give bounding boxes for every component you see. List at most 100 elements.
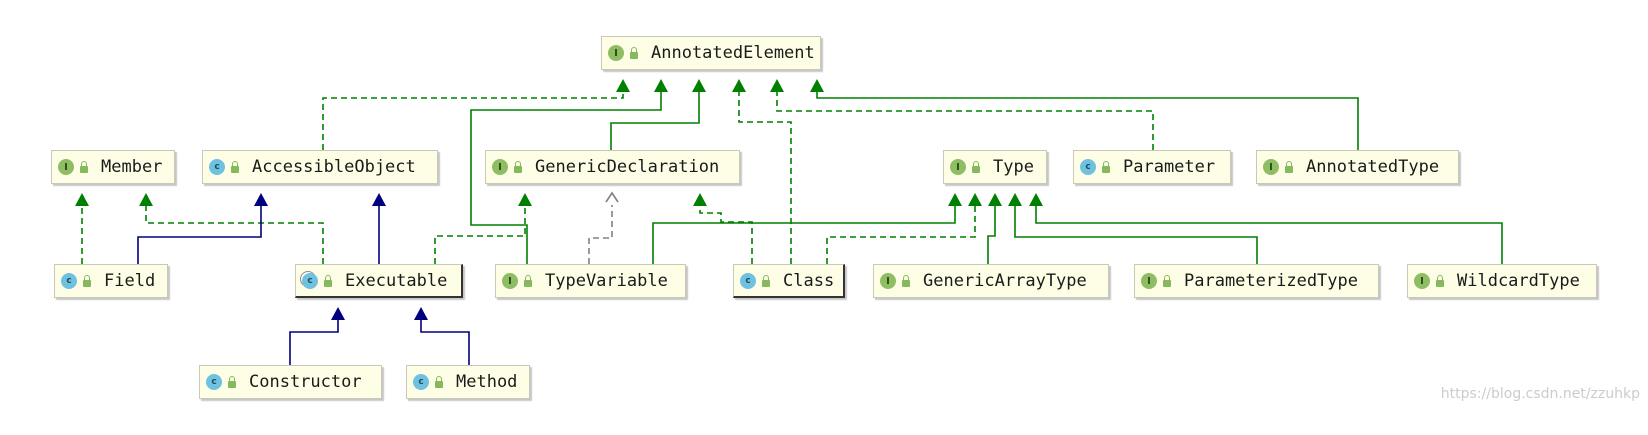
arrowhead [331, 307, 345, 320]
public-lock-icon [971, 161, 981, 173]
node-class[interactable]: c Class [733, 264, 845, 298]
final-class-icon: c [413, 374, 429, 390]
edge-wildcardtype-to-type [1029, 193, 1503, 264]
edge-parameter-to-annotatedelement [770, 79, 1154, 150]
public-lock-icon [230, 161, 240, 173]
edge-genericdeclaration-to-annotatedelement [610, 79, 706, 150]
node-member[interactable]: I Member [51, 150, 175, 184]
edge-typevariable-to-type [652, 193, 962, 264]
node-label: Method [456, 372, 518, 392]
node-label: Class [783, 270, 835, 291]
edge-genericarraytype-to-type [987, 193, 1002, 264]
public-lock-icon [434, 376, 444, 388]
edge-accessibleobject-to-annotatedelement [322, 79, 630, 150]
edge-class-to-annotatedelement [732, 79, 792, 264]
node-label: Member [101, 157, 163, 177]
arrowhead [654, 79, 668, 92]
arrowhead [139, 193, 153, 206]
node-annotatedelement[interactable]: I AnnotatedElement [601, 36, 821, 70]
public-lock-icon [79, 161, 89, 173]
node-label: AccessibleObject [252, 157, 416, 177]
interface-icon: I [58, 159, 74, 175]
arrowhead [254, 193, 268, 206]
edge-typevariable-to-genericdeclaration [588, 191, 619, 264]
edge-field-to-member [75, 193, 89, 264]
node-label: ParameterizedType [1184, 271, 1358, 291]
node-label: GenericDeclaration [535, 157, 720, 177]
arrowhead [616, 79, 630, 92]
edge-class-to-genericdeclaration [693, 193, 753, 264]
public-lock-icon [901, 275, 911, 287]
interface-icon: I [1141, 273, 1157, 289]
node-method[interactable]: c Method [406, 365, 530, 399]
interface-icon: I [608, 45, 624, 61]
public-lock-icon [82, 275, 92, 287]
interface-icon: I [880, 273, 896, 289]
arrowhead [810, 79, 824, 92]
final-class-icon: c [1080, 159, 1096, 175]
final-class-icon: c [740, 272, 756, 289]
edge-typevariable-to-annotatedelement [470, 79, 668, 264]
edge-method-to-executable [414, 307, 470, 365]
edge-executable-to-genericdeclaration [434, 193, 532, 264]
arrowhead [372, 193, 386, 206]
arrowhead [692, 79, 706, 92]
abstract-class-icon: c [302, 272, 318, 289]
public-lock-icon [1162, 275, 1172, 287]
node-genericdeclaration[interactable]: I GenericDeclaration [485, 150, 740, 184]
edge-field-to-accessibleobject [137, 193, 268, 264]
interface-icon: I [502, 273, 518, 289]
arrowhead [770, 79, 784, 92]
arrowhead [1008, 193, 1022, 206]
edge-annotatedtype-to-annotatedelement [810, 79, 1359, 150]
node-executable[interactable]: c Executable [295, 264, 463, 298]
edge-class-to-type [826, 193, 982, 264]
node-label: TypeVariable [545, 271, 668, 291]
arrowhead [1029, 193, 1043, 206]
node-typevariable[interactable]: I TypeVariable [495, 264, 686, 298]
node-label: Field [104, 271, 156, 291]
public-lock-icon [1101, 161, 1111, 173]
final-class-icon: c [206, 374, 222, 390]
node-label: AnnotatedElement [651, 43, 815, 63]
arrowhead [414, 307, 428, 320]
node-parameterizedtype[interactable]: I ParameterizedType [1134, 264, 1379, 298]
interface-icon: I [492, 159, 508, 175]
node-label: AnnotatedType [1306, 157, 1440, 177]
arrowhead [75, 193, 89, 206]
edge-constructor-to-executable [289, 307, 345, 365]
edge-parameterizedtype-to-type [1008, 193, 1258, 264]
public-lock-icon [761, 274, 771, 287]
edge-executable-to-member [139, 193, 324, 264]
arrowhead [988, 193, 1002, 206]
node-label: Constructor [249, 372, 362, 392]
node-constructor[interactable]: c Constructor [199, 365, 382, 399]
watermark: https://blog.csdn.net/zzuhkp [1440, 386, 1640, 402]
public-lock-icon [513, 161, 523, 173]
public-lock-icon [629, 47, 639, 59]
public-lock-icon [227, 376, 237, 388]
node-label: Executable [345, 270, 448, 291]
interface-icon: I [1414, 273, 1430, 289]
public-lock-icon [523, 275, 533, 287]
public-lock-icon [1284, 161, 1294, 173]
arrowhead [948, 193, 962, 206]
node-label: Type [993, 157, 1034, 177]
public-lock-icon [1435, 275, 1445, 287]
arrowhead [732, 79, 746, 92]
edge-executable-to-accessibleobject [372, 193, 386, 264]
arrowhead [968, 193, 982, 206]
arrowhead [693, 193, 707, 206]
public-lock-icon [323, 274, 333, 287]
arrowhead [518, 193, 532, 206]
open-arrowhead [605, 191, 619, 203]
node-label: WildcardType [1457, 271, 1580, 291]
node-wildcardtype[interactable]: I WildcardType [1407, 264, 1597, 298]
